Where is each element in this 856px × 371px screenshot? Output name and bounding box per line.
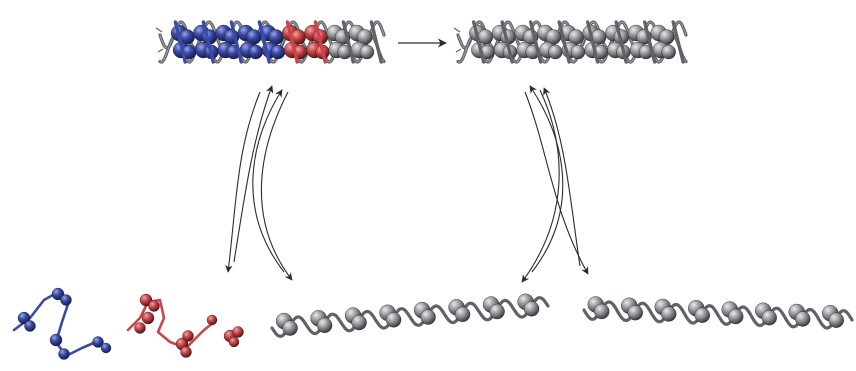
side-chain-sphere xyxy=(283,321,298,336)
side-chain-sphere xyxy=(421,310,436,325)
side-chain-sphere xyxy=(229,337,239,347)
side-chain-sphere xyxy=(101,343,111,353)
arrow-left-down-to-coils xyxy=(228,92,260,272)
arrow-left-up-from-helix xyxy=(253,90,284,272)
side-chain-sphere xyxy=(695,308,710,323)
grey-helix-right xyxy=(584,296,852,328)
side-chain-sphere xyxy=(571,45,585,59)
coiled-coil-homo xyxy=(454,22,686,62)
side-chain-sphere xyxy=(524,301,539,316)
side-chain-sphere xyxy=(352,315,367,330)
side-chain-sphere xyxy=(233,327,244,338)
side-chain-sphere xyxy=(181,347,192,358)
side-chain-sphere xyxy=(183,331,194,342)
side-chain-sphere xyxy=(149,301,160,312)
unfolded-blue-peptide xyxy=(14,288,111,360)
arrow-right-down-to-helix-right xyxy=(525,92,588,274)
side-chain-sphere xyxy=(61,295,72,306)
arrow-right-up-from-helix-left xyxy=(530,86,563,272)
side-chain-sphere xyxy=(59,349,70,360)
side-chain-sphere xyxy=(548,45,562,59)
side-chain-sphere xyxy=(360,45,374,59)
side-chain-sphere xyxy=(207,315,217,325)
side-chain-sphere xyxy=(594,304,609,319)
side-chain-sphere xyxy=(728,309,743,324)
side-chain-sphere xyxy=(662,45,676,59)
side-chain-sphere xyxy=(490,304,505,319)
side-chain-sphere xyxy=(135,323,146,334)
side-chain-sphere xyxy=(50,334,62,346)
side-chain-sphere xyxy=(142,312,154,324)
side-chain-sphere xyxy=(829,313,844,328)
unfolded-red-peptide xyxy=(128,294,244,358)
side-chain-sphere xyxy=(795,311,810,326)
side-chain-sphere xyxy=(25,321,36,332)
side-chain-sphere xyxy=(317,318,332,333)
side-chain-sphere xyxy=(249,45,263,59)
coiled-coil-hetero xyxy=(156,22,384,62)
side-chain-sphere xyxy=(455,307,470,322)
side-chain-sphere xyxy=(271,45,285,59)
side-chain-sphere xyxy=(386,312,401,327)
grey-helix-left xyxy=(272,294,548,337)
side-chain-sphere xyxy=(661,306,676,321)
side-chain-sphere xyxy=(762,310,777,325)
side-chain-sphere xyxy=(628,305,643,320)
